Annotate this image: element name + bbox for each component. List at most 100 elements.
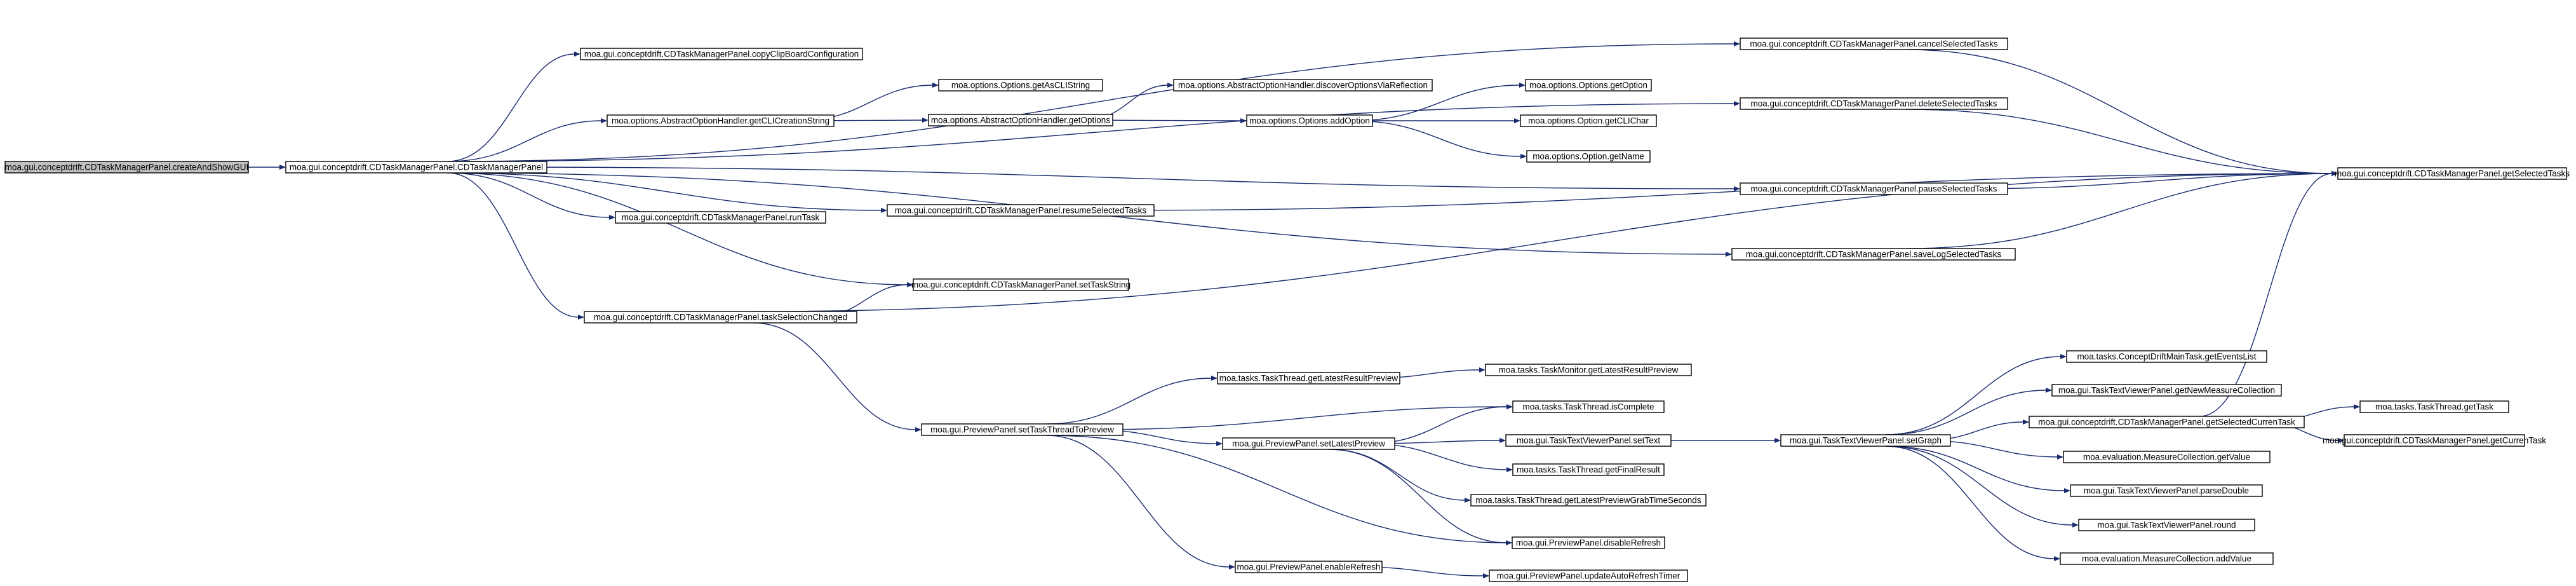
node-enableRefresh[interactable]: moa.gui.PreviewPanel.enableRefresh <box>1235 561 1383 573</box>
node-getOption[interactable]: moa.options.Options.getOption <box>1525 79 1652 92</box>
node-box <box>1470 494 1707 507</box>
node-box <box>584 311 857 324</box>
arrowhead <box>1167 83 1174 88</box>
arrowhead <box>2064 488 2070 493</box>
node-setTaskString[interactable]: moa.gui.conceptdrift.CDTaskManagerPanel.… <box>911 278 1130 291</box>
arrowhead <box>601 118 607 123</box>
node-finalResult[interactable]: moa.tasks.TaskThread.getFinalResult <box>1512 463 1665 476</box>
node-box <box>913 278 1129 291</box>
node-label: moa.tasks.TaskThread.getLatestPreviewGra… <box>1475 496 1701 505</box>
arrowhead <box>2060 354 2067 359</box>
node-eventsList[interactable]: moa.tasks.ConceptDriftMainTask.getEvents… <box>2066 350 2267 363</box>
node-setText[interactable]: moa.gui.TaskTextViewerPanel.setText <box>1505 434 1672 447</box>
edge-ctor-taskSelChanged <box>447 172 579 318</box>
node-getOptions[interactable]: moa.options.AbstractOptionHandler.getOpt… <box>928 114 1113 126</box>
arrowhead <box>907 282 913 287</box>
node-newMeasure[interactable]: moa.gui.TaskTextViewerPanel.getNewMeasur… <box>2051 384 2282 397</box>
node-cancel[interactable]: moa.gui.conceptdrift.CDTaskManagerPanel.… <box>1740 37 2008 50</box>
node-setLatest[interactable]: moa.gui.PreviewPanel.setLatestPreview <box>1222 437 1395 450</box>
node-pause[interactable]: moa.gui.conceptdrift.CDTaskManagerPanel.… <box>1740 182 2008 195</box>
node-ttLatest[interactable]: moa.tasks.TaskThread.getLatestResultPrev… <box>1217 372 1400 385</box>
edge-addOption-getName <box>1353 120 1522 157</box>
node-box <box>1235 561 1383 573</box>
node-box <box>1217 372 1400 385</box>
node-addValue[interactable]: moa.evaluation.MeasureCollection.addValu… <box>2060 552 2274 565</box>
node-box <box>1485 364 1692 376</box>
arrowhead <box>2354 404 2360 409</box>
edge-ctor-setTaskString <box>447 172 908 285</box>
arrowhead <box>881 208 887 213</box>
node-saveLog[interactable]: moa.gui.conceptdrift.CDTaskManagerPanel.… <box>1731 248 2016 261</box>
node-getTask[interactable]: moa.tasks.TaskThread.getTask <box>2359 400 2509 413</box>
node-isComplete[interactable]: moa.tasks.TaskThread.isComplete <box>1512 400 1665 413</box>
node-box <box>1780 434 1951 447</box>
node-tmLatest[interactable]: moa.tasks.TaskMonitor.getLatestResultPre… <box>1485 364 1692 376</box>
node-delete[interactable]: moa.gui.conceptdrift.CDTaskManagerPanel.… <box>1740 97 2008 110</box>
node-getAsCLI[interactable]: moa.options.Options.getAsCLIString <box>938 79 1103 92</box>
node-getName[interactable]: moa.options.Option.getName <box>1526 150 1651 163</box>
node-runTask[interactable]: moa.gui.conceptdrift.CDTaskManagerPanel.… <box>615 211 826 224</box>
node-box <box>928 114 1113 126</box>
node-box <box>615 211 826 224</box>
node-getValue[interactable]: moa.evaluation.MeasureCollection.getValu… <box>2063 451 2271 463</box>
call-nodes: moa.gui.conceptdrift.CDTaskManagerPanel.… <box>4 37 2570 582</box>
node-box <box>1173 79 1433 92</box>
arrowhead <box>1506 540 1512 545</box>
node-getCLIChar[interactable]: moa.options.Option.getCLIChar <box>1520 114 1657 127</box>
arrowhead <box>1240 118 1247 123</box>
arrowhead <box>1726 252 1732 257</box>
edge-ctor-pause <box>507 167 1735 189</box>
node-label: moa.gui.TaskTextViewerPanel.round <box>2097 521 2236 530</box>
arrowhead <box>2072 522 2079 528</box>
node-box <box>1512 536 1665 549</box>
node-label: moa.evaluation.MeasureCollection.getValu… <box>2083 453 2250 462</box>
edge-taskSelChanged-previewSet <box>753 322 916 430</box>
node-disableRefresh[interactable]: moa.gui.PreviewPanel.disableRefresh <box>1512 536 1665 549</box>
node-label: moa.gui.conceptdrift.CDTaskManagerPanel.… <box>1750 39 1997 49</box>
arrowhead <box>1229 564 1235 569</box>
node-root[interactable]: moa.gui.conceptdrift.CDTaskManagerPanel.… <box>4 161 249 174</box>
node-getSelected[interactable]: moa.gui.conceptdrift.CDTaskManagerPanel.… <box>2335 167 2570 180</box>
arrowhead <box>1520 154 1527 159</box>
node-autoRefresh[interactable]: moa.gui.PreviewPanel.updateAutoRefreshTi… <box>1489 569 1688 582</box>
node-box <box>2344 434 2525 447</box>
node-addOption[interactable]: moa.options.Options.addOption <box>1246 114 1373 127</box>
node-getCLICreation[interactable]: moa.options.AbstractOptionHandler.getCLI… <box>607 114 835 127</box>
edge-resume-getSelected <box>1113 173 2333 211</box>
node-label: moa.gui.PreviewPanel.disableRefresh <box>1516 538 1661 548</box>
node-parseDouble[interactable]: moa.gui.TaskTextViewerPanel.parseDouble <box>2070 484 2263 497</box>
node-round[interactable]: moa.gui.TaskTextViewerPanel.round <box>2078 519 2255 531</box>
node-getCurrent[interactable]: moa.gui.conceptdrift.CDTaskManagerPanel.… <box>2323 434 2546 447</box>
node-grabTime[interactable]: moa.tasks.TaskThread.getLatestPreviewGra… <box>1470 494 1707 507</box>
node-box <box>2060 552 2274 565</box>
node-label: moa.evaluation.MeasureCollection.addValu… <box>2082 554 2251 564</box>
arrowhead <box>1211 376 1218 381</box>
node-box <box>1526 150 1651 163</box>
arrowhead <box>1734 41 1740 46</box>
arrowhead <box>1734 101 1740 106</box>
edge-setGraph-round <box>1886 446 2074 526</box>
node-ctor[interactable]: moa.gui.conceptdrift.CDTaskManagerPanel.… <box>285 161 547 174</box>
node-selCurrent[interactable]: moa.gui.conceptdrift.CDTaskManagerPanel.… <box>2029 416 2305 428</box>
node-label: moa.gui.conceptdrift.CDTaskManagerPanel.… <box>895 206 1146 215</box>
edge-setGraph-parseDouble <box>1886 446 2065 491</box>
node-resume[interactable]: moa.gui.conceptdrift.CDTaskManagerPanel.… <box>887 204 1155 217</box>
arrowhead <box>2023 419 2029 425</box>
arrowhead <box>2331 171 2338 176</box>
edge-previewSet-enableRefresh <box>1046 435 1230 568</box>
arrowhead <box>2057 454 2063 460</box>
node-label: moa.gui.conceptdrift.CDTaskManagerPanel.… <box>584 50 859 59</box>
node-box <box>580 48 863 60</box>
node-label: moa.gui.conceptdrift.CDTaskManagerPanel.… <box>911 280 1130 290</box>
node-previewSet[interactable]: moa.gui.PreviewPanel.setTaskThreadToPrev… <box>921 423 1124 436</box>
node-label: moa.options.AbstractOptionHandler.getOpt… <box>931 116 1110 125</box>
node-taskSelChanged[interactable]: moa.gui.conceptdrift.CDTaskManagerPanel.… <box>584 311 857 324</box>
edge-taskSelChanged-getSelected <box>753 173 2333 312</box>
node-label: moa.gui.PreviewPanel.updateAutoRefreshTi… <box>1497 571 1680 581</box>
edge-cancel-getSelected <box>1906 49 2333 174</box>
node-copyClip[interactable]: moa.gui.conceptdrift.CDTaskManagerPanel.… <box>580 48 863 60</box>
node-setGraph[interactable]: moa.gui.TaskTextViewerPanel.setGraph <box>1780 434 1951 447</box>
node-discover[interactable]: moa.options.AbstractOptionHandler.discov… <box>1173 79 1433 92</box>
arrowhead <box>1506 404 1513 409</box>
edge-ctor-delete <box>447 103 1735 162</box>
